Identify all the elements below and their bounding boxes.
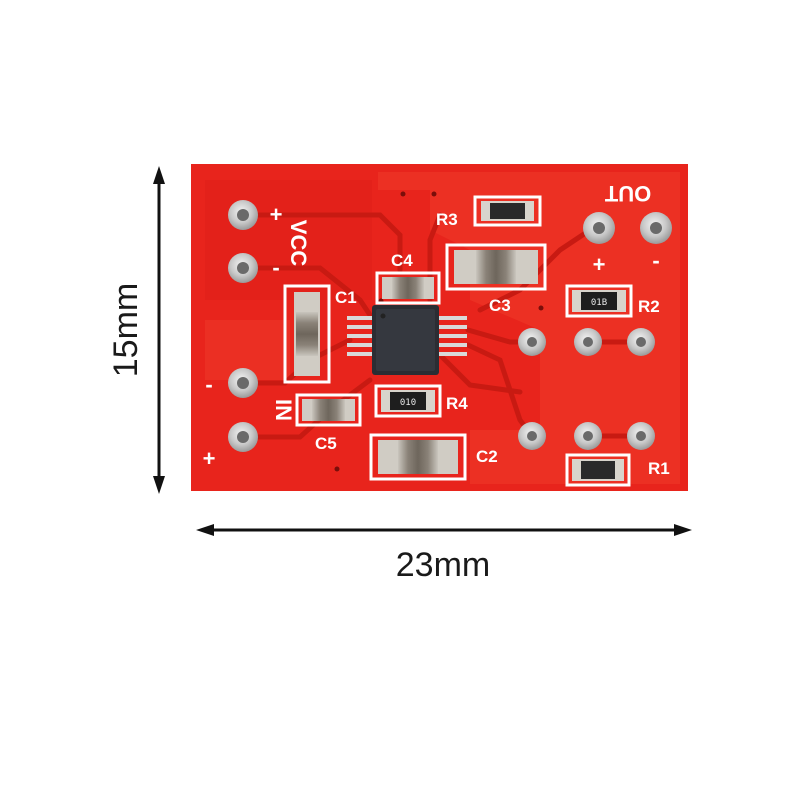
out-minus-pad [640,212,672,244]
r4-marking: 010 [400,398,416,408]
resistor-r4: 010 [374,384,442,418]
ic-chip [347,305,467,375]
height-label: 15mm [107,283,145,377]
width-label: 23mm [396,546,490,584]
c4-label: C4 [391,251,413,270]
vcc-minus-label: - [272,255,279,280]
mid-pad-3 [627,328,655,356]
out-plus-label: + [593,252,606,277]
r2-marking: 01B [591,298,607,308]
c3-label: C3 [489,296,511,315]
in-plus-pad [228,422,258,452]
r4-label: R4 [446,394,468,413]
low-pad-2 [574,422,602,450]
capacitor-c2 [369,433,467,481]
out-label: OUT [604,181,651,206]
c2-label: C2 [476,447,498,466]
silkscreen: VCC + - IN - + OUT + - C1 C4 C3 R3 R2 R4… [203,181,670,478]
c5-label: C5 [315,434,337,453]
capacitor-c3 [445,243,547,291]
vcc-plus-pad [228,200,258,230]
vcc-minus-pad [228,253,258,283]
capacitor-c5 [295,393,362,427]
width-dimension: 23mm [196,524,692,584]
r2-label: R2 [638,297,660,316]
resistor-r3 [473,195,542,227]
vcc-plus-label: + [270,202,283,227]
in-label: IN [271,399,296,421]
mid-pad-2 [574,328,602,356]
in-minus-pad [228,368,258,398]
capacitor-c4 [375,271,441,305]
capacitor-c1 [283,284,331,384]
r1-label: R1 [648,459,670,478]
resistor-r2: 01B [565,284,633,318]
c1-label: C1 [335,288,357,307]
out-minus-label: - [652,248,659,273]
resistor-r1 [565,453,631,487]
in-minus-label: - [205,372,212,397]
low-pad-1 [518,422,546,450]
out-plus-pad [583,212,615,244]
low-pad-3 [627,422,655,450]
r3-label: R3 [436,210,458,229]
mid-pad-1 [518,328,546,356]
vcc-label: VCC [286,220,311,267]
height-dimension: 15mm [107,166,165,494]
in-plus-label: + [203,446,216,471]
